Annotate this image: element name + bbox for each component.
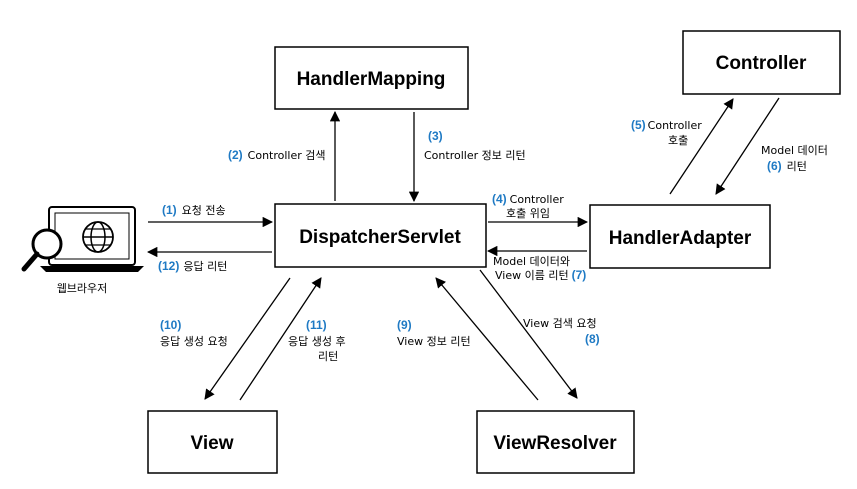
arrow-step-5 [669,98,734,195]
step-4-label: (4)Controller 호출 위임 [492,192,564,220]
svg-text:(4)Controller: (4)Controller [492,192,564,206]
svg-text:Controller 정보 리턴: Controller 정보 리턴 [424,149,526,162]
step-3-label: (3) Controller 정보 리턴 [424,129,526,162]
step-11-text1: 응답 생성 후 [288,335,346,348]
laptop-search-icon [21,206,144,272]
arrow-step-9 [435,277,539,401]
view-box: View [147,410,278,474]
controller-label: Controller [716,53,807,74]
svg-text:(8): (8) [585,332,600,346]
dispatcher-servlet-box: DispatcherServlet [274,203,487,268]
svg-text:(6)리턴: (6)리턴 [767,159,807,173]
view-resolver-label: ViewResolver [493,433,617,454]
browser-caption: 웹브라우저 [57,282,108,295]
handler-mapping-label: HandlerMapping [297,69,446,90]
step-12-label: (12)응답 리턴 [158,259,227,273]
svg-text:View 검색 요청: View 검색 요청 [523,317,597,330]
svg-text:(5)Controller: (5)Controller [631,118,702,132]
arrow-step-6 [715,97,780,195]
svg-text:(2)Controller 검색: (2)Controller 검색 [228,148,326,162]
svg-text:(9): (9) [397,318,412,332]
step-5-label: (5)Controller 호출 [631,118,702,147]
step-7-label: Model 데이터와 View 이름 리턴(7) [493,255,586,282]
svg-text:(3): (3) [428,129,443,143]
arrow-step-10 [204,277,291,400]
svg-text:(11): (11) [306,318,327,332]
svg-text:호출 위임: 호출 위임 [506,207,550,220]
step-9-label: (9) View 정보 리턴 [397,318,471,348]
view-resolver-box: ViewResolver [476,410,635,474]
svg-text:호출: 호출 [668,134,688,147]
svg-text:View 이름 리턴(7): View 이름 리턴(7) [495,268,586,282]
step-2-label: (2)Controller 검색 [228,148,326,162]
step-6-label: Model 데이터 (6)리턴 [761,144,828,173]
step-10-label: (10) 응답 생성 요청 [160,318,228,348]
dispatcher-servlet-label: DispatcherServlet [299,227,461,248]
controller-box: Controller [682,30,841,95]
view-label: View [191,433,234,454]
handler-adapter-label: HandlerAdapter [609,228,752,249]
svg-text:응답 생성 요청: 응답 생성 요청 [160,335,228,348]
step-11-label: (11) 응답 생성 후 응답 생성 후 리턴 [288,318,346,363]
step-8-label: View 검색 요청 (8) [523,317,600,346]
arrow-step-11 [239,277,322,401]
svg-text:리턴: 리턴 [318,350,338,363]
handler-adapter-box: HandlerAdapter [589,204,771,269]
svg-text:Model 데이터와: Model 데이터와 [493,255,570,268]
svg-text:(1)요청 전송: (1)요청 전송 [162,203,226,217]
handler-mapping-box: HandlerMapping [274,46,469,110]
step-1-label: (1)요청 전송 [162,203,226,217]
svg-text:(10): (10) [160,318,181,332]
arrow-step-8 [479,269,578,399]
svg-text:Model 데이터: Model 데이터 [761,144,828,157]
svg-text:View 정보 리턴: View 정보 리턴 [397,335,471,348]
svg-text:(12)응답 리턴: (12)응답 리턴 [158,259,227,273]
